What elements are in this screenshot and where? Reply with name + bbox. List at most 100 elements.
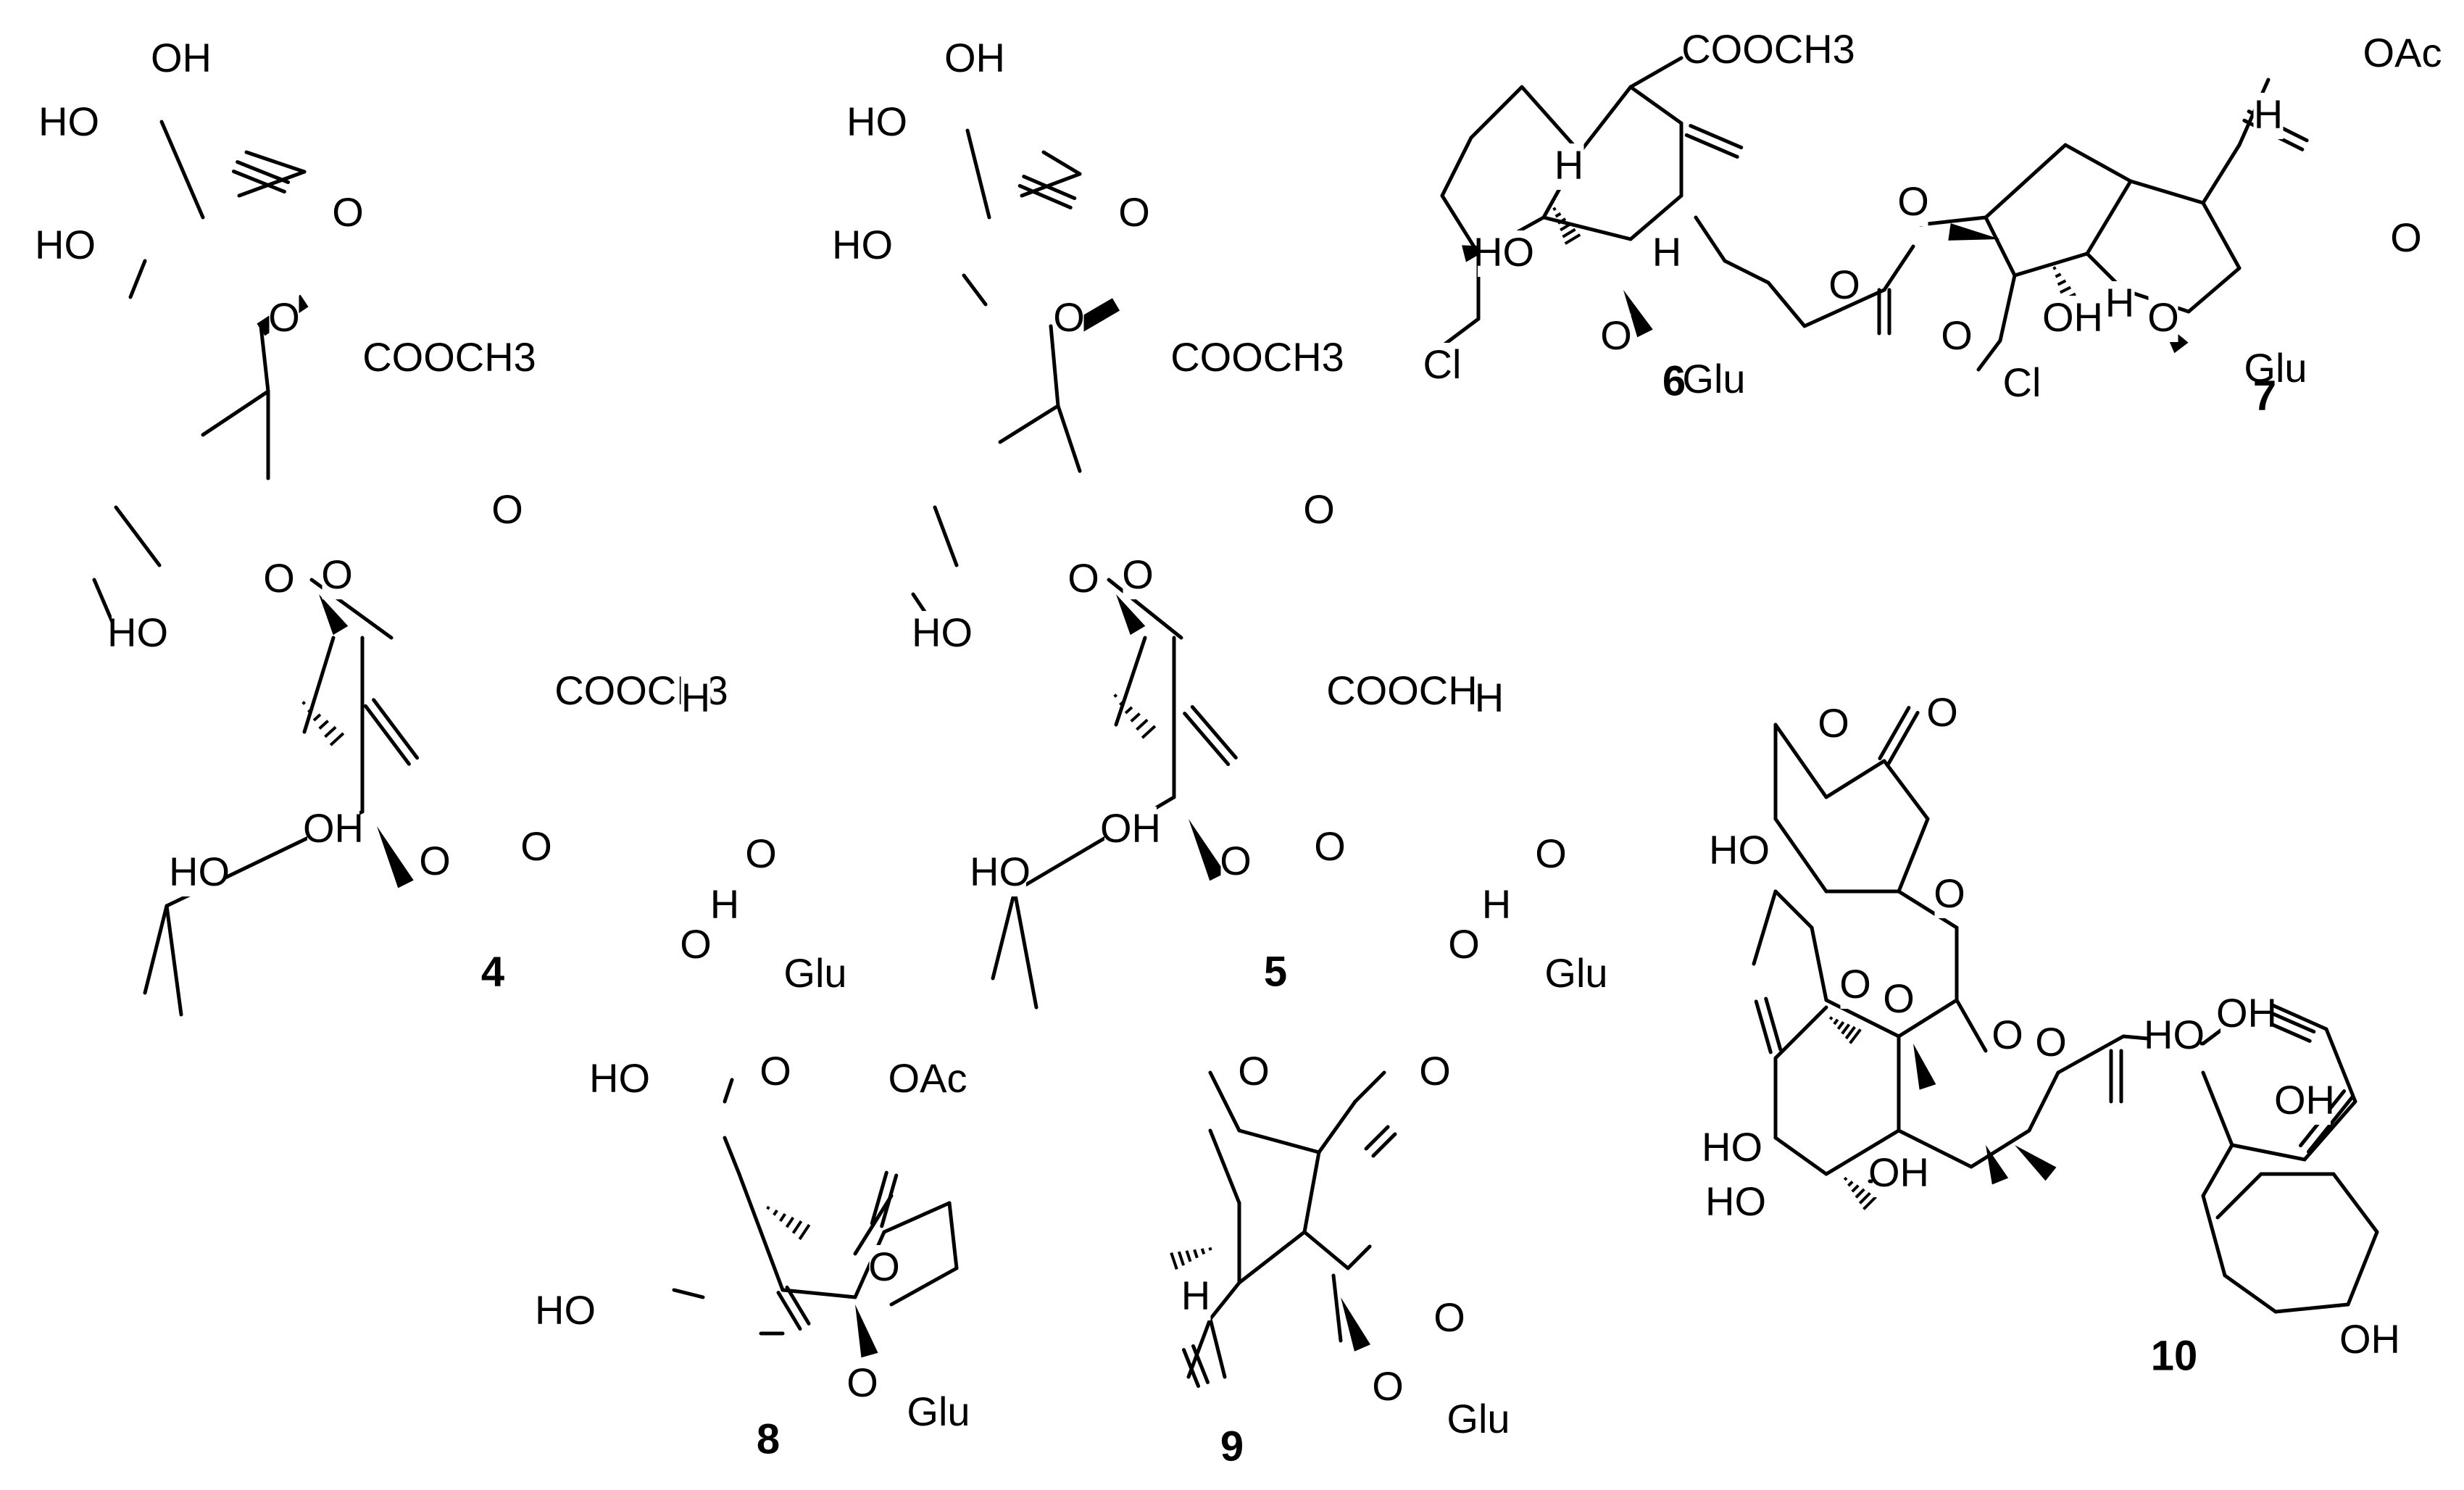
double-bond [1764,996,1783,1052]
bond [991,889,1017,981]
bond [1897,998,1959,1039]
atom-label: O [268,294,300,340]
hashed-bond [1113,694,1117,698]
atom-label: O [491,486,523,532]
bond [143,904,169,995]
atom-label: O [1926,689,1958,735]
atom-label: O [1053,294,1085,340]
atom-label: H [1482,881,1511,927]
bond [1773,817,1828,894]
bond [2013,251,2089,278]
bond [889,1266,959,1307]
double-bond [785,1285,811,1325]
double-bond [880,1173,899,1228]
atom-label-background [709,883,740,929]
wedge-bond [855,1304,878,1358]
atom-label: Glu [783,950,846,996]
bond [672,1288,705,1299]
bond [2223,1273,2278,1314]
atom-label-background [680,923,711,969]
atom-label: COOCH3 [362,334,536,380]
atom-label: H [710,881,739,927]
hashed-bond [1130,712,1141,723]
hashed-bond [1836,1020,1845,1031]
hashed-bond [1858,1191,1871,1204]
bond [2027,1070,2060,1133]
atom-label: O [1122,552,1154,597]
bond [2201,1070,2234,1147]
atom-label-background [1898,180,1928,226]
atom-label: HO [107,609,168,655]
atom-label: O [1067,555,1099,601]
atom-label: O [745,831,777,876]
atom-label-background [307,807,359,853]
bond [882,1201,952,1234]
atom-label-background [322,553,352,599]
atom-label-background [1536,832,1566,878]
atom-label: O [2147,294,2179,340]
atom-label: O [263,555,295,601]
hashed-bond [2059,286,2072,294]
bond [1208,1128,1241,1205]
atom-label-background [594,1057,646,1103]
atom-label-background [1220,839,1251,886]
atom-label-background [1941,314,1972,360]
atom-label: O [1118,189,1150,235]
double-bond [236,160,291,185]
hashed-bond [1136,718,1149,731]
atom-label-background [2344,1318,2396,1364]
atom-label-background [2047,296,2099,342]
bond [1897,889,1959,930]
atom-label: O [520,823,552,869]
atom-label: HO [38,99,99,144]
hashed-bond [1562,228,1576,238]
bond [1984,143,2068,220]
atom-label: HO [589,1055,650,1101]
double-bond [1022,175,1077,201]
atom-label-background [539,1289,591,1335]
double-bond [363,704,411,766]
bond [201,389,270,437]
double-bond [1017,183,1073,209]
atom-label-background [851,100,903,146]
bond [962,273,988,307]
atom-label: HO [912,609,973,655]
double-bond [231,169,286,193]
hashed-bond [1849,1028,1862,1044]
atom-label-background [1676,357,1752,404]
atom-label: OH [1868,1149,1929,1195]
atom-label: O [1883,975,1915,1021]
bond [1773,723,1828,799]
hashed-bond [1200,1248,1206,1255]
hashed-bond [798,1223,811,1241]
bond [853,1194,894,1256]
atom-label-background [112,611,164,657]
bond [1628,85,1683,125]
bond [1302,1150,1321,1234]
bond [1810,925,1828,1002]
hashed-bond [1844,1025,1856,1040]
bond [1824,1128,1901,1176]
atom-label: OH [2042,294,2103,340]
atom-label: COOCH3 [1681,26,1855,72]
atom-label-background [760,1049,791,1096]
hashed-bond [785,1216,795,1228]
atom-label-background [420,839,450,886]
atom-label-background [1239,1049,1269,1096]
atom-label: Cl [2003,359,2041,405]
atom-label: HO [1473,229,1534,275]
atom-label: HO [846,99,907,144]
atom-label: O [321,552,353,597]
atom-label-background [1449,923,1479,969]
atom-label: Cl [1423,341,1462,387]
bond [1469,85,1524,140]
atom-label: H [1475,675,1504,720]
double-bond [1364,1125,1390,1151]
bond [781,1288,857,1299]
bond [1628,193,1683,241]
atom-label-background [2253,93,2284,139]
atom-label-background [1554,143,1584,190]
bond [2273,1302,2350,1314]
compound-number-10: 10 [2151,1332,2198,1379]
bond [302,636,336,734]
